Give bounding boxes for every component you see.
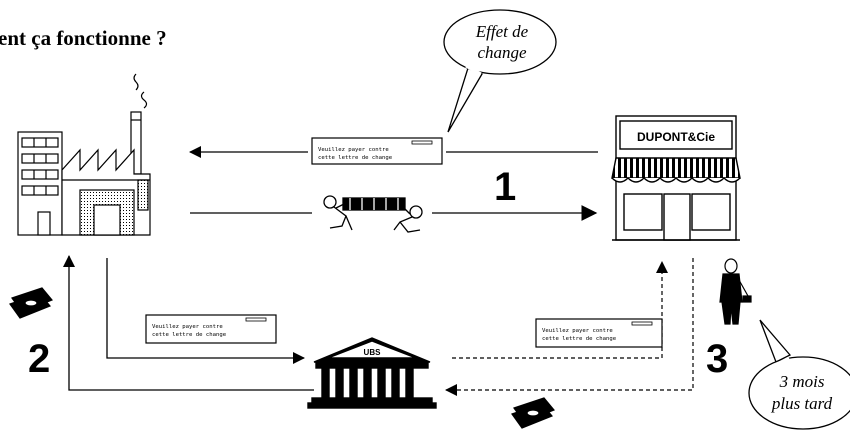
movers-icon — [323, 195, 423, 233]
bubble-effet-line1: Effet de — [475, 22, 529, 41]
bank-label: UBS — [364, 348, 382, 357]
money-icon — [511, 397, 555, 429]
arrow-money-to-factory — [63, 255, 314, 391]
bill-text-line2: cette lettre de change — [152, 332, 227, 338]
bubble-tard-line1: 3 mois — [779, 372, 825, 391]
step-number-3: 3 — [706, 337, 728, 381]
money-icon — [9, 287, 53, 319]
arrow-bill-to-shop — [452, 261, 668, 359]
bubble-effet-line2: change — [477, 43, 527, 62]
bank-icon: UBS — [307, 337, 437, 409]
step-number-2: 2 — [28, 337, 50, 381]
shop-icon: DUPONT&Cie — [611, 115, 741, 241]
bill-document-top: Veuillez payer contre cette lettre de ch… — [311, 137, 443, 165]
factory-icon — [17, 73, 151, 236]
step-number-1: 1 — [494, 165, 516, 209]
bill-document-left: Veuillez payer contre cette lettre de ch… — [145, 314, 277, 344]
bubble-tard-line2: plus tard — [771, 394, 833, 413]
bill-text-line2: cette lettre de change — [318, 155, 393, 161]
page-title: ent ça fonctionne ? — [0, 26, 167, 50]
businessman-icon — [719, 258, 752, 325]
bill-document-right: Veuillez payer contre cette lettre de ch… — [535, 318, 663, 348]
bubble-effet-de-change: Effet de change — [443, 9, 557, 133]
shop-sign: DUPONT&Cie — [637, 130, 715, 144]
arrow-payment-to-bank — [445, 258, 694, 396]
bill-text-line1: Veuillez payer contre — [318, 147, 389, 153]
bill-text-line1: Veuillez payer contre — [542, 328, 613, 334]
bubble-3-mois: 3 mois plus tard — [748, 319, 850, 430]
bill-text-line1: Veuillez payer contre — [152, 324, 223, 330]
arrow-bill-to-bank — [106, 258, 305, 364]
bill-text-line2: cette lettre de change — [542, 336, 617, 342]
